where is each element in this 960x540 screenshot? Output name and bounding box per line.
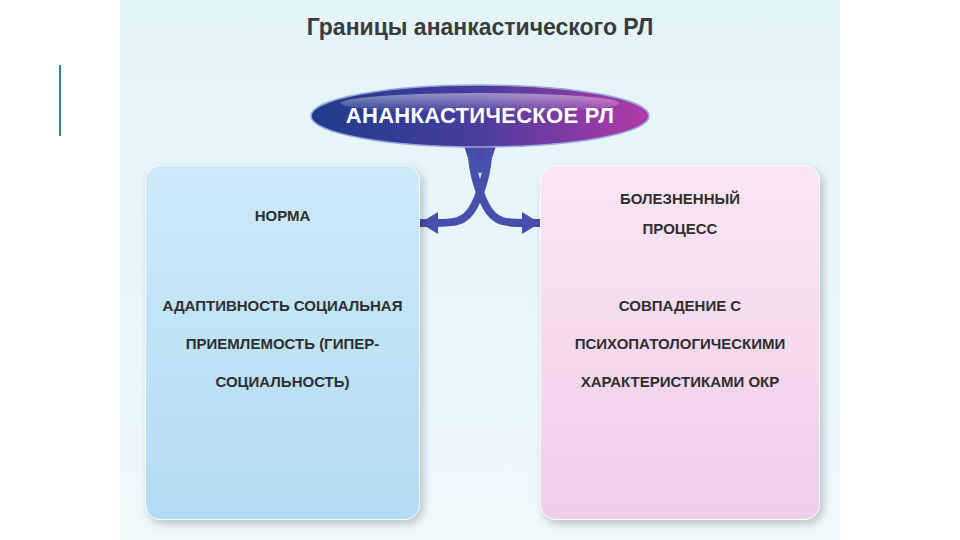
- box-heading: БОЛЕЗНЕННЫЙ ПРОЦЕСС: [590, 184, 770, 244]
- ellipse-label: АНАНКАСТИЧЕСКОЕ РЛ: [346, 103, 614, 129]
- central-ellipse: АНАНКАСТИЧЕСКОЕ РЛ: [310, 84, 650, 148]
- category-box: БОЛЕЗНЕННЫЙ ПРОЦЕСС СОВПАДЕНИЕ С ПСИХОПАТ…: [540, 165, 820, 520]
- accent-line: [59, 65, 61, 136]
- box-heading: НОРМА: [255, 201, 311, 231]
- slide-panel: [120, 0, 840, 540]
- box-body: АДАПТИВНОСТЬ СОЦИАЛЬНАЯ ПРИЕМЛЕМОСТЬ (ГИ…: [163, 287, 403, 401]
- box-body: СОВПАДЕНИЕ С ПСИХОПАТОЛОГИЧЕСКИМИ ХАРАКТ…: [560, 287, 800, 401]
- branch-arrow: [472, 148, 540, 223]
- category-box: НОРМА АДАПТИВНОСТЬ СОЦИАЛЬНАЯ ПРИЕМЛЕМОСТ…: [145, 165, 420, 520]
- slide-title: Границы ананкастического РЛ: [120, 14, 840, 41]
